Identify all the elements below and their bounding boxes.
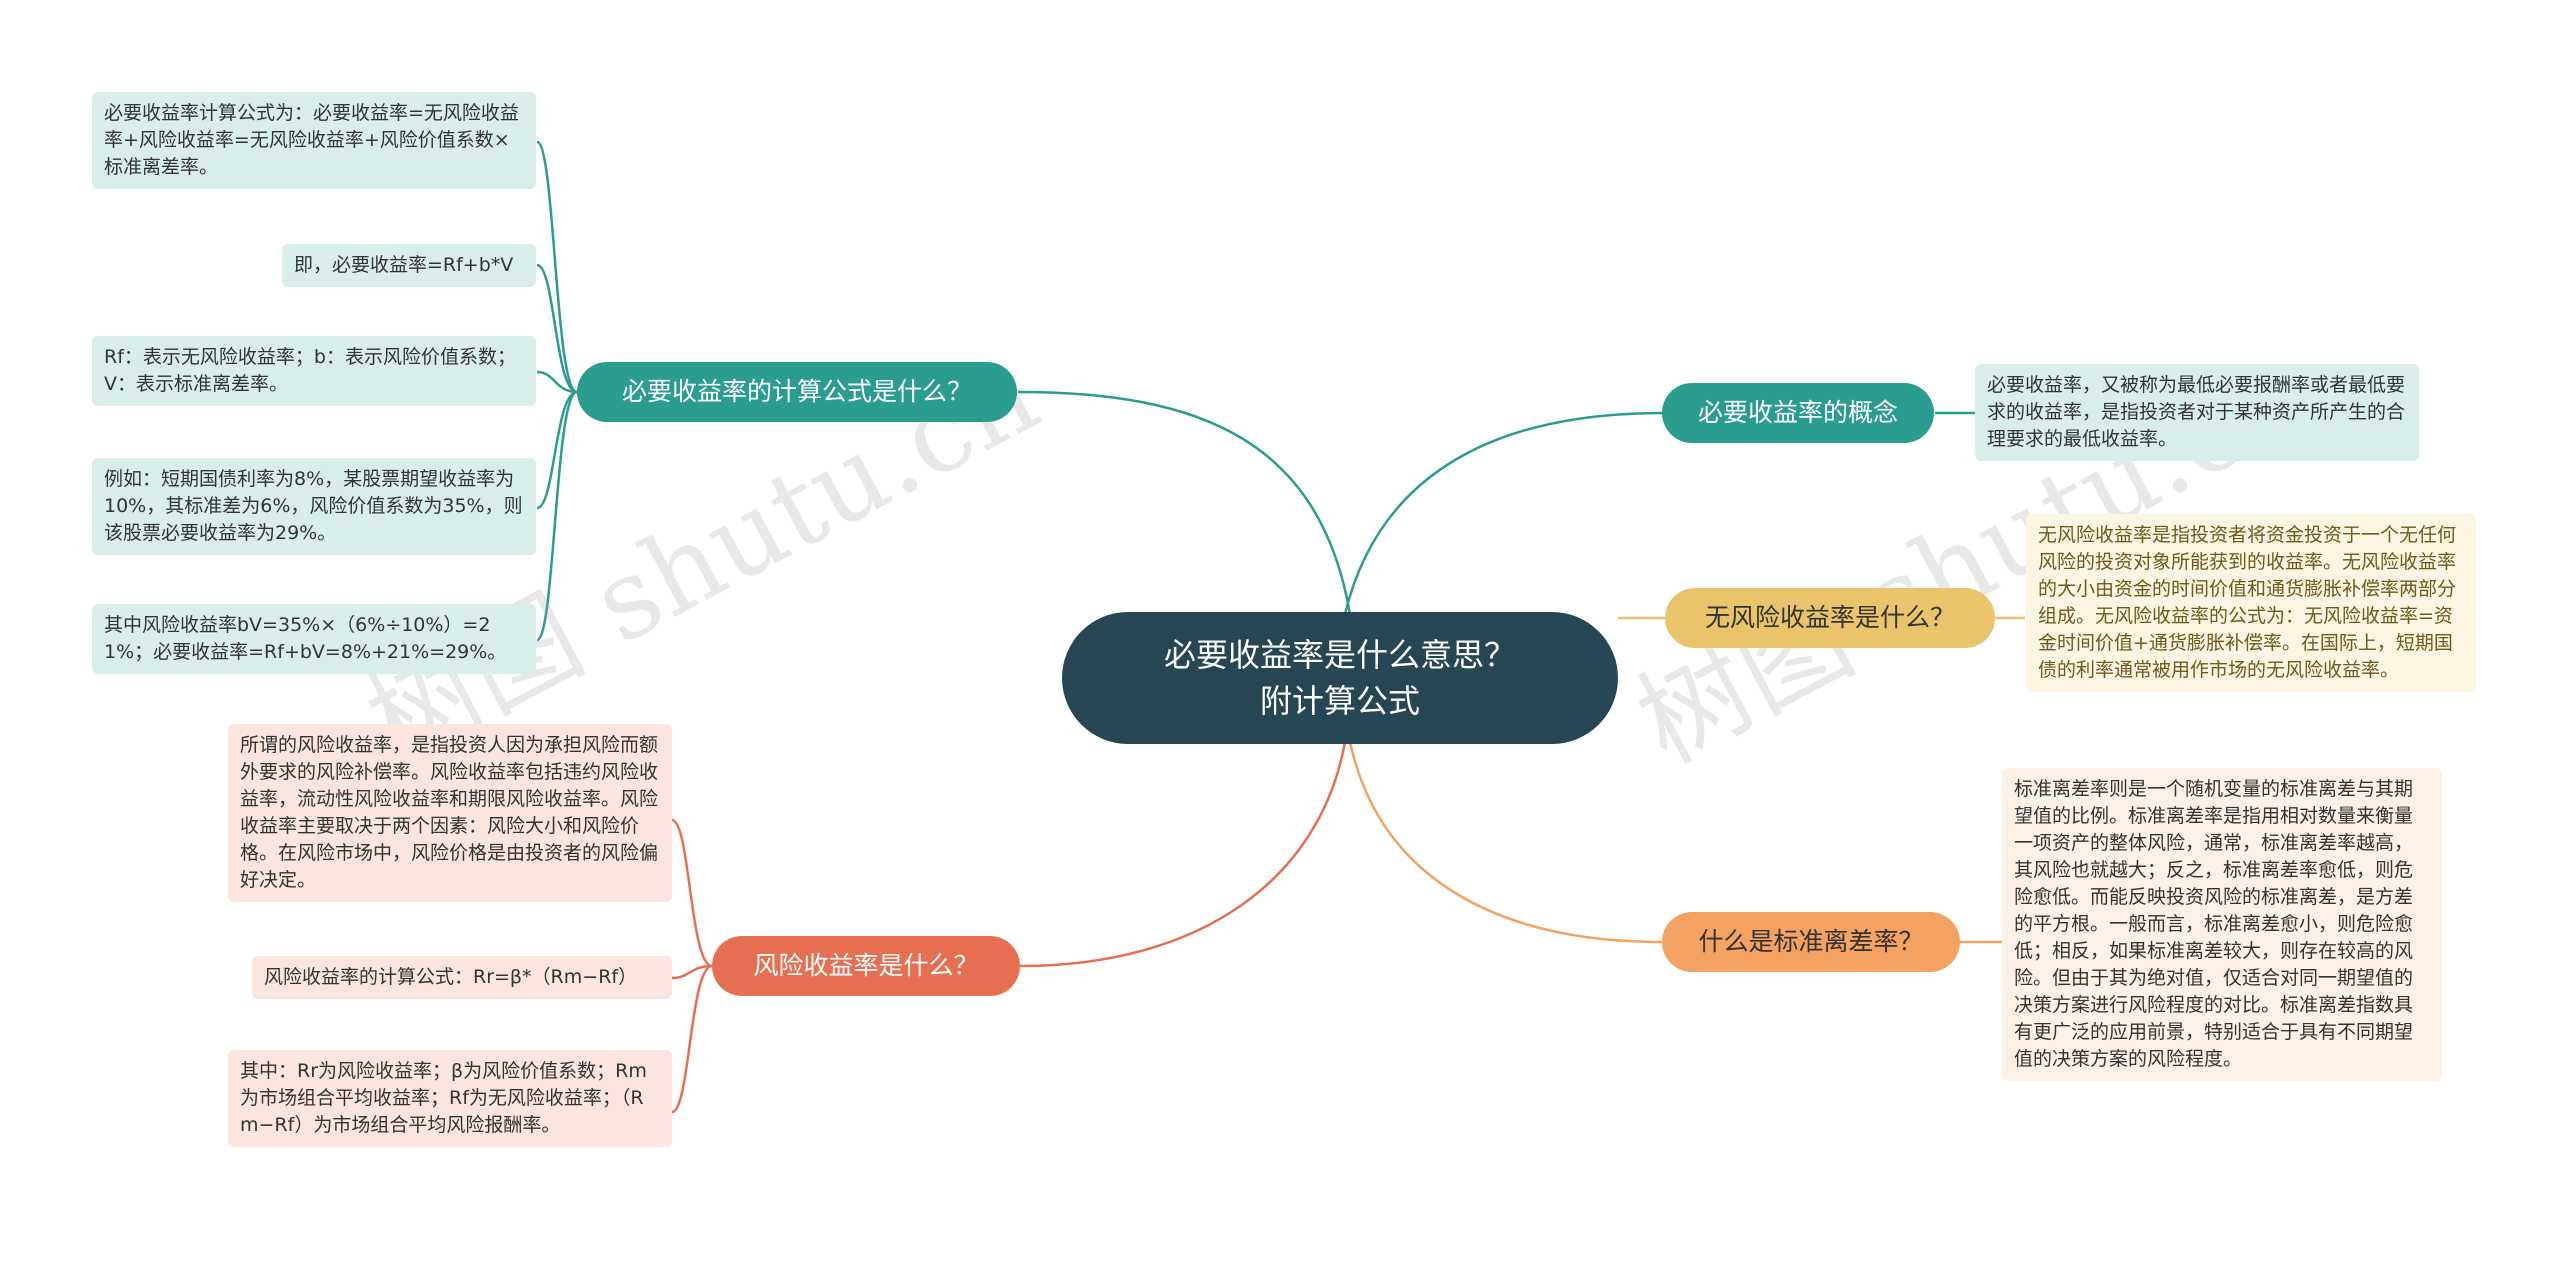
leaf-risk-1[interactable]: 所谓的风险收益率，是指投资人因为承担风险而额外要求的风险补偿率。风险收益率包括违… bbox=[228, 724, 672, 902]
leaf-formula-1[interactable]: 必要收益率计算公式为：必要收益率=无风险收益率+风险收益率=无风险收益率+风险价… bbox=[92, 92, 536, 189]
link-center-formula bbox=[1017, 390, 1352, 615]
leaf-formula-4[interactable]: 例如：短期国债利率为8%，某股票期望收益率为10%，其标准差为6%，风险价值系数… bbox=[92, 458, 536, 555]
leaf-stddev-1[interactable]: 标准离差率则是一个随机变量的标准离差与其期望值的比例。标准离差率是指用相对数量来… bbox=[2002, 768, 2442, 1081]
central-topic-line1: 必要收益率是什么意思？ bbox=[1163, 636, 1516, 674]
link-center-concept bbox=[1343, 411, 1663, 615]
central-topic-line2: 附计算公式 bbox=[1259, 682, 1420, 720]
leaf-formula-3[interactable]: Rf：表示无风险收益率；b：表示风险价值系数；V：表示标准离差率。 bbox=[92, 336, 536, 406]
branch-concept[interactable]: 必要收益率的概念 bbox=[1662, 383, 1934, 443]
branch-formula[interactable]: 必要收益率的计算公式是什么？ bbox=[577, 362, 1017, 422]
leaf-risk-3[interactable]: 其中：Rr为风险收益率；β为风险价值系数；Rm为市场组合平均收益率；Rf为无风险… bbox=[228, 1050, 672, 1147]
link-center-stddev bbox=[1348, 741, 1663, 944]
leaf-riskfree-1[interactable]: 无风险收益率是指投资者将资金投资于一个无任何风险的投资对象所能获到的收益率。无风… bbox=[2026, 514, 2476, 692]
leaf-concept-1[interactable]: 必要收益率，又被称为最低必要报酬率或者最低要求的收益率，是指投资者对于某种资产所… bbox=[1975, 364, 2419, 461]
branch-riskfree[interactable]: 无风险收益率是什么？ bbox=[1665, 588, 1995, 648]
branch-risk[interactable]: 风险收益率是什么？ bbox=[712, 936, 1020, 996]
central-topic[interactable]: 必要收益率是什么意思？ 附计算公式 bbox=[1062, 612, 1618, 744]
leaf-formula-5[interactable]: 其中风险收益率bV=35%×（6%÷10%）=21%；必要收益率=Rf+bV=8… bbox=[92, 604, 536, 674]
branch-stddev[interactable]: 什么是标准离差率？ bbox=[1662, 912, 1960, 972]
leaf-risk-2[interactable]: 风险收益率的计算公式：Rr=β*（Rm−Rf） bbox=[252, 956, 672, 999]
link-center-risk bbox=[1019, 741, 1347, 968]
leaf-formula-2[interactable]: 即，必要收益率=Rf+b*V bbox=[282, 244, 536, 287]
